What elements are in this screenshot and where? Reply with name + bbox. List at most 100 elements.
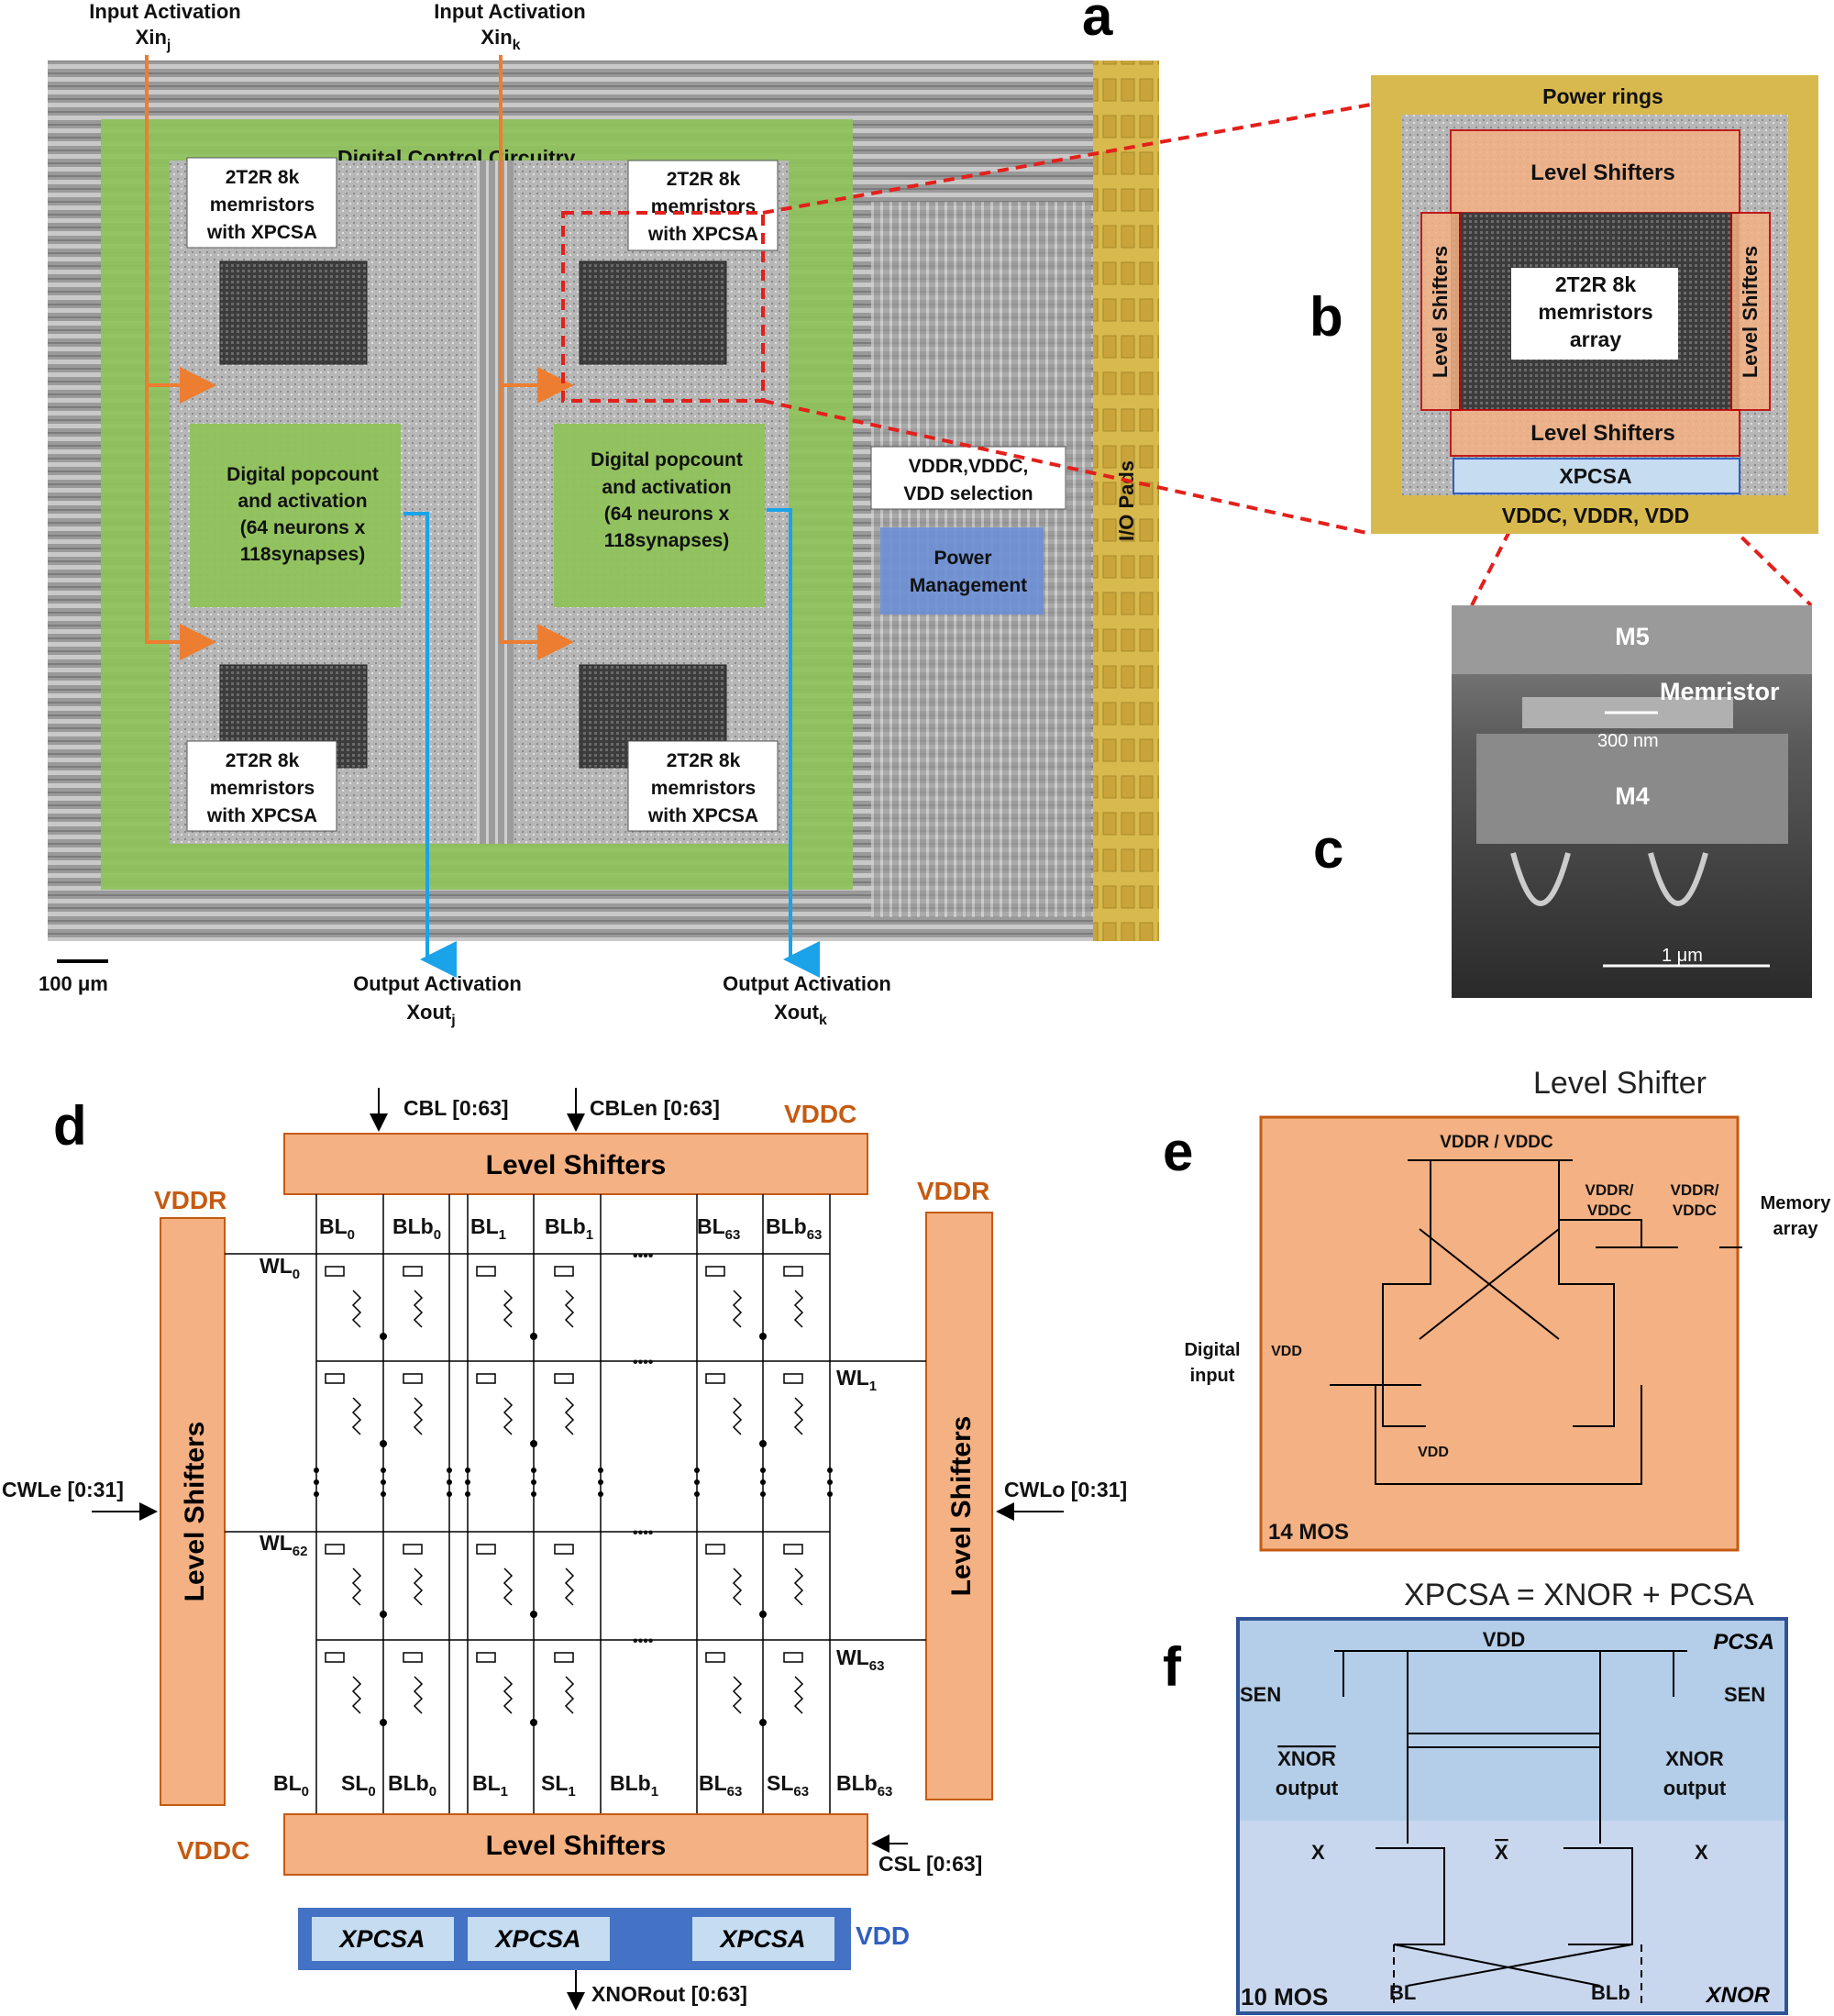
d-cell-node-0-2 [380,1611,387,1618]
panel-e: Level Shifter e VDDR / VDDC VDDR/ VDDC V… [1163,1066,1832,1552]
d-vdot-2-2-1 [827,1479,833,1485]
ls-top-label: Level Shifters [1530,161,1674,185]
io-pad-column [1093,61,1159,941]
popcount-r-line4: 118synapses) [604,530,730,551]
d-csl-label: CSL [0:63] [878,1852,982,1876]
d-vdot-1-0-0 [465,1468,470,1473]
d-vdot-0-0-1 [314,1479,319,1485]
array-label-br: 2T2R 8k memristors with XPCSA [627,740,779,832]
power-mgmt-line1: Power [934,548,991,569]
d-ls-right-label: Level Shifters [946,1416,977,1597]
power-mgmt-line2: Management [910,575,1027,596]
array-label-tl: 2T2R 8k memristors with XPCSA [186,157,337,249]
d-cell-transistor-a-0-2 [325,1544,345,1555]
d-vdot-1-2-1 [598,1479,603,1485]
d-bot-col-6: BL63 [699,1771,742,1800]
d-xnorout-label: XNORout [0:63] [591,1982,747,2006]
d-cell-transistor-b-2-0 [783,1266,803,1277]
d-cell-memristor-b-0-0 [413,1290,424,1328]
d-vdot-2-0-0 [694,1468,700,1473]
d-vdot-0-2-2 [447,1491,452,1497]
d-wl-62: WL62 [260,1531,307,1559]
d-cell-memristor-b-1-1 [564,1397,575,1435]
popcount-l-line1: Digital popcount [226,464,379,485]
d-xpcsa-3: XPCSA [718,1925,805,1953]
d-cell-memristor-a-1-3 [503,1676,514,1714]
d-cell-memristor-b-2-0 [793,1290,804,1328]
d-cell-memristor-a-0-2 [351,1567,362,1606]
d-cell-transistor-b-1-0 [554,1266,574,1277]
panel-letter-a: a [1082,0,1113,47]
input-j-var: Xinj [136,26,171,53]
d-cell-node-2-0 [759,1333,767,1340]
d-bot-col-0: BL0 [273,1771,309,1800]
d-cell-memristor-b-2-3 [793,1676,804,1714]
panel-f: XPCSA = XNOR + PCSA f VDD PCSA SEN SEN X… [1163,1578,1788,2015]
panel-b: Power rings Level Shifters Level Shifter… [1309,75,1818,534]
d-vdot-2-1-1 [760,1479,766,1485]
d-cell-transistor-a-0-1 [325,1373,345,1384]
power-rings-label: Power rings [1542,84,1663,108]
vdd-sel-line1: VDDR,VDDC, [909,456,1029,477]
scale-bar-label: 100 μm [39,972,108,995]
output-k-text: Output Activation [723,972,891,995]
d-vdot-2-2-2 [827,1491,833,1497]
e-mos-count: 14 MOS [1268,1520,1349,1545]
d-ellipsis-3: •••• [633,1525,654,1541]
array-tl-line2: memristors [210,194,315,216]
d-cbl-label: CBL [0:63] [403,1096,509,1120]
array-label-tr: 2T2R 8k memristors with XPCSA [627,160,779,251]
d-cwlo-label: CWLo [0:31] [1004,1478,1127,1501]
d-cell-memristor-a-2-3 [732,1676,743,1714]
d-top-col-2: BL1 [470,1214,506,1243]
d-cell-transistor-b-0-0 [403,1266,423,1277]
f-x-left: X [1311,1841,1325,1864]
d-cell-memristor-a-0-3 [351,1676,362,1714]
d-top-col-0: BL0 [319,1214,355,1243]
b-array-line1: 2T2R 8k [1555,272,1636,296]
input-k-text: Input Activation [434,0,585,23]
center-bus [477,161,514,844]
c-m5-label: M5 [1615,623,1650,650]
e-title: Level Shifter [1533,1066,1707,1101]
popcount-r-line3: (64 neurons x [604,504,730,525]
e-vddc-2: VDDC [1673,1202,1717,1219]
f-xnor-right: XNOR [1665,1747,1724,1770]
f-mos-count: 10 MOS [1241,1983,1328,2010]
d-vdot-2-1-2 [760,1491,766,1497]
output-j-var: Xoutj [406,1001,455,1028]
d-cell-memristor-a-2-1 [732,1397,743,1435]
e-vdd-1: VDD [1271,1344,1302,1359]
f-xnor-bar: XNOR [1277,1747,1336,1770]
d-cell-transistor-b-0-3 [403,1652,423,1663]
output-arrows [403,508,820,978]
d-vdot-1-2-0 [598,1468,603,1473]
input-k-var: Xink [481,26,520,53]
c-memristor-label: Memristor [1660,678,1780,705]
d-vdot-1-1-1 [531,1479,536,1485]
c-scale-1um-label: 1 μm [1662,946,1703,966]
array-bl-line1: 2T2R 8k [226,750,300,771]
d-cwle-label: CWLe [0:31] [2,1478,124,1501]
e-memory-line1: Memory [1761,1193,1832,1213]
d-xpcsa-1: XPCSA [337,1925,425,1953]
d-vddr-left: VDDR [154,1186,226,1214]
f-pcsa-label: PCSA [1713,1630,1774,1655]
d-xpcsa-blocks: XPCSA XPCSA XPCSA [312,1917,834,1961]
sem-m4 [1476,734,1788,844]
d-vddr-right: VDDR [917,1177,989,1205]
d-cell-transistor-b-0-2 [403,1544,423,1555]
f-vdd: VDD [1483,1628,1525,1651]
array-bl-line3: with XPCSA [206,805,317,826]
e-vdd-2: VDD [1418,1445,1449,1460]
d-vdot-1-1-2 [531,1491,536,1497]
popcount-r-line1: Digital popcount [591,449,743,471]
d-cell-memristor-b-1-0 [564,1290,575,1328]
output-k-var: Xoutk [774,1001,827,1028]
b-array-line3: array [1570,327,1621,351]
d-bot-col-8: BLb63 [836,1771,892,1800]
d-cell-node-1-1 [530,1440,537,1447]
d-cell-transistor-b-1-3 [554,1652,574,1663]
f-sen-right: SEN [1724,1683,1765,1706]
d-vdot-2-0-2 [694,1491,700,1497]
